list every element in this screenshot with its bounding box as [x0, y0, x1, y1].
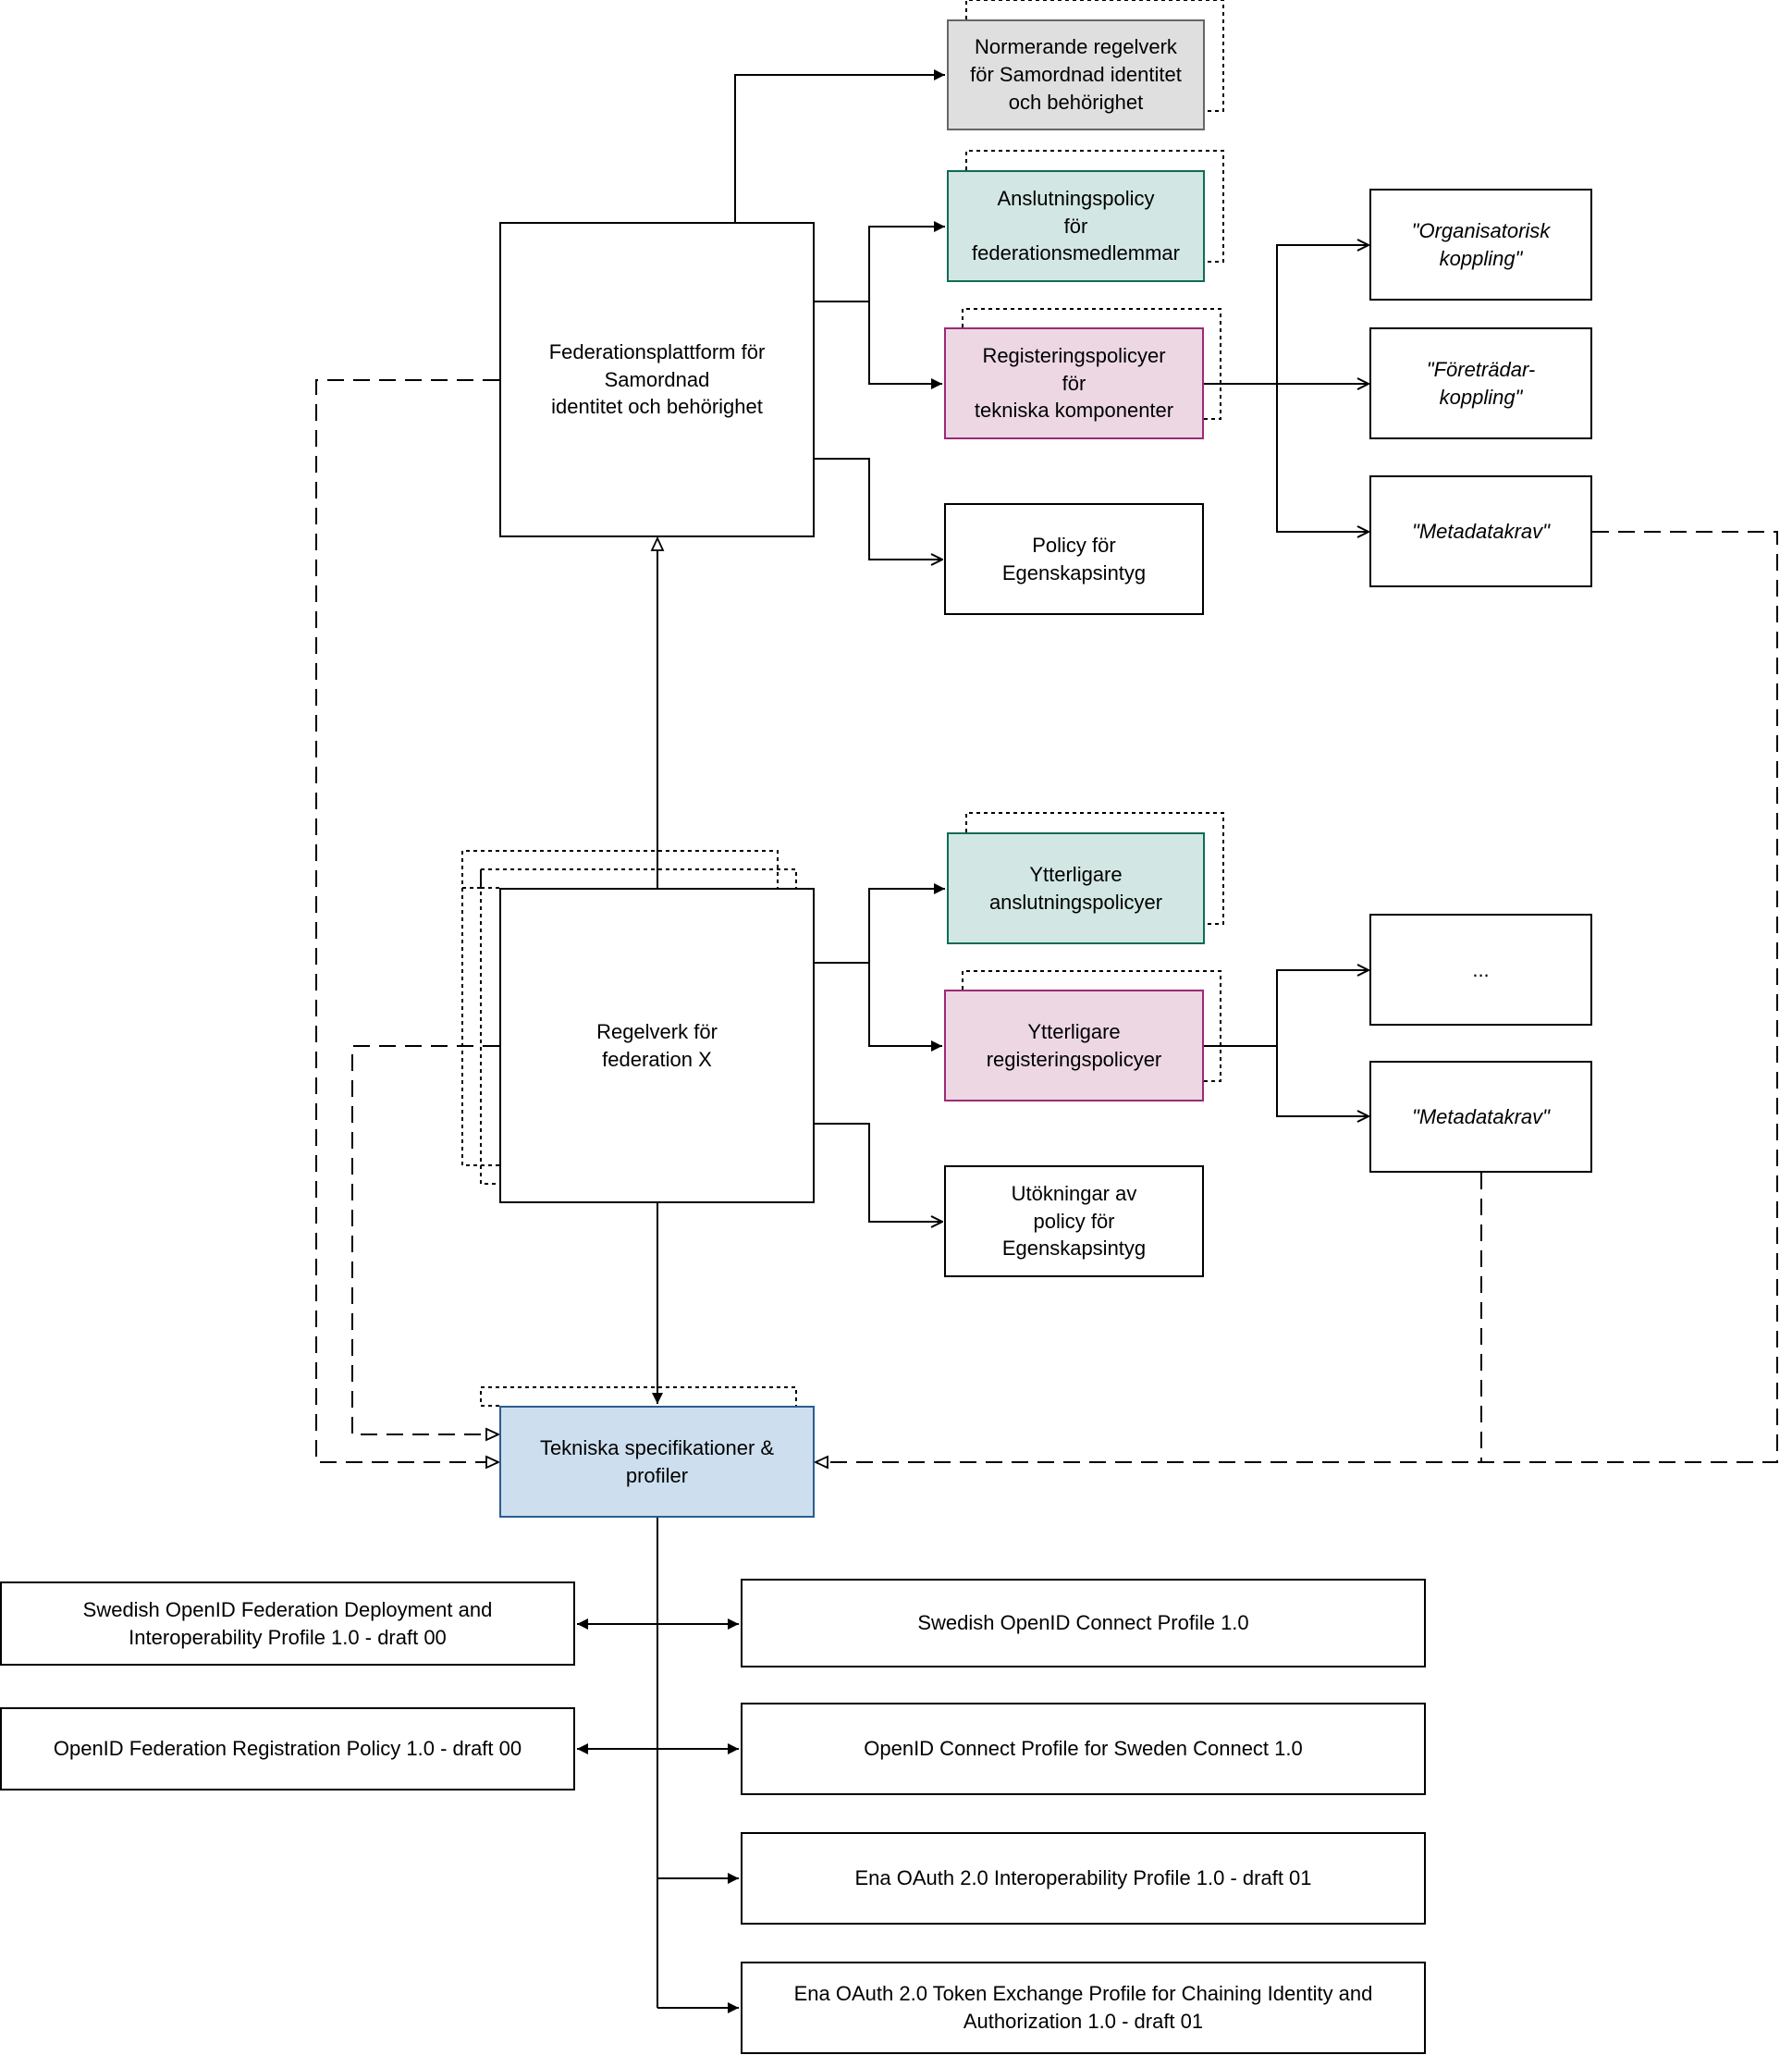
anslutningspolicy-stack-outline: [965, 150, 1224, 263]
dep-metadatakrav-1-to-tekniska: [816, 531, 1778, 1462]
edge-registeringspolicyer-to-organisatorisk: [1204, 245, 1369, 385]
edge-regelverk-to-ytterligare-registering: [868, 963, 942, 1052]
organisatorisk-koppling-box: "Organisatorisk koppling": [1369, 189, 1592, 301]
policy-egenskapsintyg-box: Policy för Egenskapsintyg: [944, 503, 1204, 615]
utokningar-box: Utökningar av policy för Egenskapsintyg: [944, 1165, 1204, 1277]
swedish-openid-connect-box: Swedish OpenID Connect Profile 1.0: [741, 1579, 1426, 1667]
regelverk-stack-outline-back-side: [461, 851, 499, 1166]
tekniska-stack-outline: [480, 1386, 797, 1407]
federationsplattform-box: Federationsplattform för Samordnad ident…: [499, 222, 815, 537]
regelverk-stack-outline-front-side: [480, 869, 499, 1185]
openid-federation-registration-box: OpenID Federation Registration Policy 1.…: [0, 1707, 575, 1790]
edge-ytterligare-registering-to-ellipsis: [1204, 970, 1369, 1047]
registeringspolicyer-stack-outline: [962, 308, 1221, 420]
ena-oauth-interop-box: Ena OAuth 2.0 Interoperability Profile 1…: [741, 1832, 1426, 1925]
edge-registeringspolicyer-to-metadatakrav: [1276, 384, 1369, 532]
ytterligare-registering-stack-outline: [962, 970, 1221, 1082]
ytterligare-registeringspolicyer-box: Ytterligare registeringspolicyer: [944, 990, 1204, 1101]
ellipsis-box: ...: [1369, 914, 1592, 1026]
anslutningspolicy-box: Anslutningspolicy för federationsmedlemm…: [947, 170, 1205, 282]
dep-regelverk-to-tekniska: [351, 1045, 499, 1434]
ena-oauth-token-exchange-box: Ena OAuth 2.0 Token Exchange Profile for…: [741, 1962, 1426, 2054]
edge-federationsplattform-to-registeringspolicyer: [868, 301, 942, 389]
ytterligare-anslutningspolicyer-box: Ytterligare anslutningspolicyer: [947, 832, 1205, 944]
metadatakrav-box-2: "Metadatakrav": [1369, 1061, 1592, 1173]
normerande-stack-outline: [965, 0, 1224, 112]
regelverk-stack-outline-back: [461, 850, 779, 889]
edge-regelverk-to-ytterligare-anslutning: [815, 883, 945, 964]
openid-connect-sweden-connect-box: OpenID Connect Profile for Sweden Connec…: [741, 1703, 1426, 1795]
tekniska-specifikationer-box: Tekniska specifikationer & profiler: [499, 1406, 815, 1518]
edge-federationsplattform-to-policy-egenskapsintyg: [815, 458, 942, 560]
foretradar-koppling-box: "Företrädar- koppling": [1369, 327, 1592, 439]
metadatakrav-box-1: "Metadatakrav": [1369, 475, 1592, 587]
edge-federationsplattform-to-anslutningspolicy: [815, 221, 945, 302]
regelverk-stack-outline-front: [480, 868, 797, 889]
normerande-regelverk-box: Normerande regelverk för Samordnad ident…: [947, 19, 1205, 130]
swedish-openid-federation-box: Swedish OpenID Federation Deployment and…: [0, 1581, 575, 1666]
edge-regelverk-to-utokningar: [815, 1123, 942, 1222]
ytterligare-anslutning-stack-outline: [965, 812, 1224, 925]
registeringspolicyer-box: Registeringspolicyer för tekniska kompon…: [944, 327, 1204, 439]
regelverk-federation-x-box: Regelverk för federation X: [499, 888, 815, 1203]
edge-federationsplattform-to-normerande: [734, 69, 945, 222]
dep-federationsplattform-to-tekniska: [315, 379, 499, 1462]
edge-ytterligare-registering-to-metadatakrav: [1276, 1046, 1369, 1116]
